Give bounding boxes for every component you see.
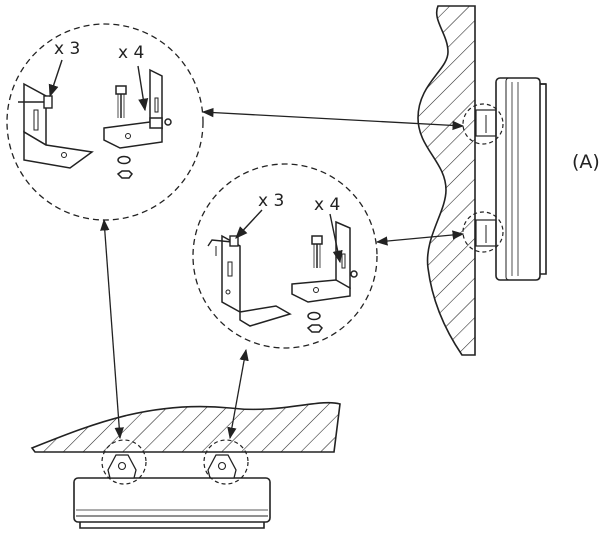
connector-arrows: [100, 107, 465, 440]
detail-circle-top: x 3 x 4: [6, 23, 204, 221]
ceiling-surface: [30, 401, 341, 453]
detail-top-bolt-qty: x 4: [118, 43, 144, 63]
detail-circle-middle: x 3 x 4: [192, 163, 378, 349]
callout-circle-wall-upper: [462, 103, 504, 145]
callout-circle-ceiling-right: [203, 439, 249, 485]
vertical-wall: [417, 5, 476, 356]
arrow-top-detail-to-ceiling: [100, 218, 124, 440]
wall-speaker: [475, 77, 547, 281]
detail-top-screw-qty: x 3: [54, 39, 80, 59]
detail-middle-bolt-qty: x 4: [314, 195, 340, 215]
arrow-top-detail-to-wall: [201, 107, 465, 131]
detail-middle-screw-qty: x 3: [258, 191, 284, 211]
callout-circle-ceiling-left: [101, 439, 147, 485]
arrow-middle-detail-to-wall: [375, 230, 465, 246]
callout-circle-wall-lower: [462, 211, 504, 253]
ceiling-speaker: [73, 454, 271, 529]
arrow-middle-detail-to-ceiling: [227, 348, 249, 440]
figure-label: (A): [572, 151, 600, 173]
